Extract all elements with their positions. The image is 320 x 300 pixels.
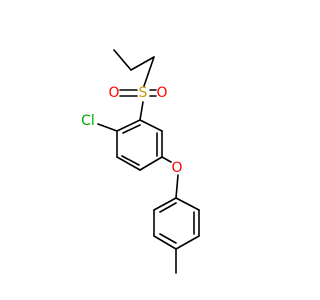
bond-ring-cl [97,123,118,132]
ring2-bond-4 [175,235,200,250]
ring2-double-2 [159,233,177,244]
ring1-bond-6 [139,119,163,132]
ring1-bond-3 [116,156,141,171]
bond-ring1-o [161,156,172,163]
sulfonyl-oxygen-left-label: O [108,85,119,101]
bond-propyl-c2-c1 [130,56,155,71]
sulfur-label: S [139,85,148,101]
ring2-bond-3 [153,235,177,250]
ring1-double-2 [121,155,140,166]
chlorine-label: Cl [81,113,95,129]
molecule-diagram: Cl S O O O [81,49,200,274]
structure-svg: Cl S O O O [81,49,200,274]
ring1-bond-1 [116,119,141,132]
ether-oxygen-label: O [171,160,182,176]
ring2-bond-6 [175,197,200,211]
ring2-bond-1 [153,197,177,211]
ring1-bond-4 [139,156,163,171]
bond-s-ring [139,101,144,121]
sulfonyl-oxygen-right-label: O [156,85,167,101]
bond-o-ring2 [175,174,179,199]
bond-propyl-c3-c2 [113,49,132,71]
bond-c2-s [143,56,155,87]
ring1-double-1 [122,124,141,134]
ring2-double-1 [159,202,177,213]
